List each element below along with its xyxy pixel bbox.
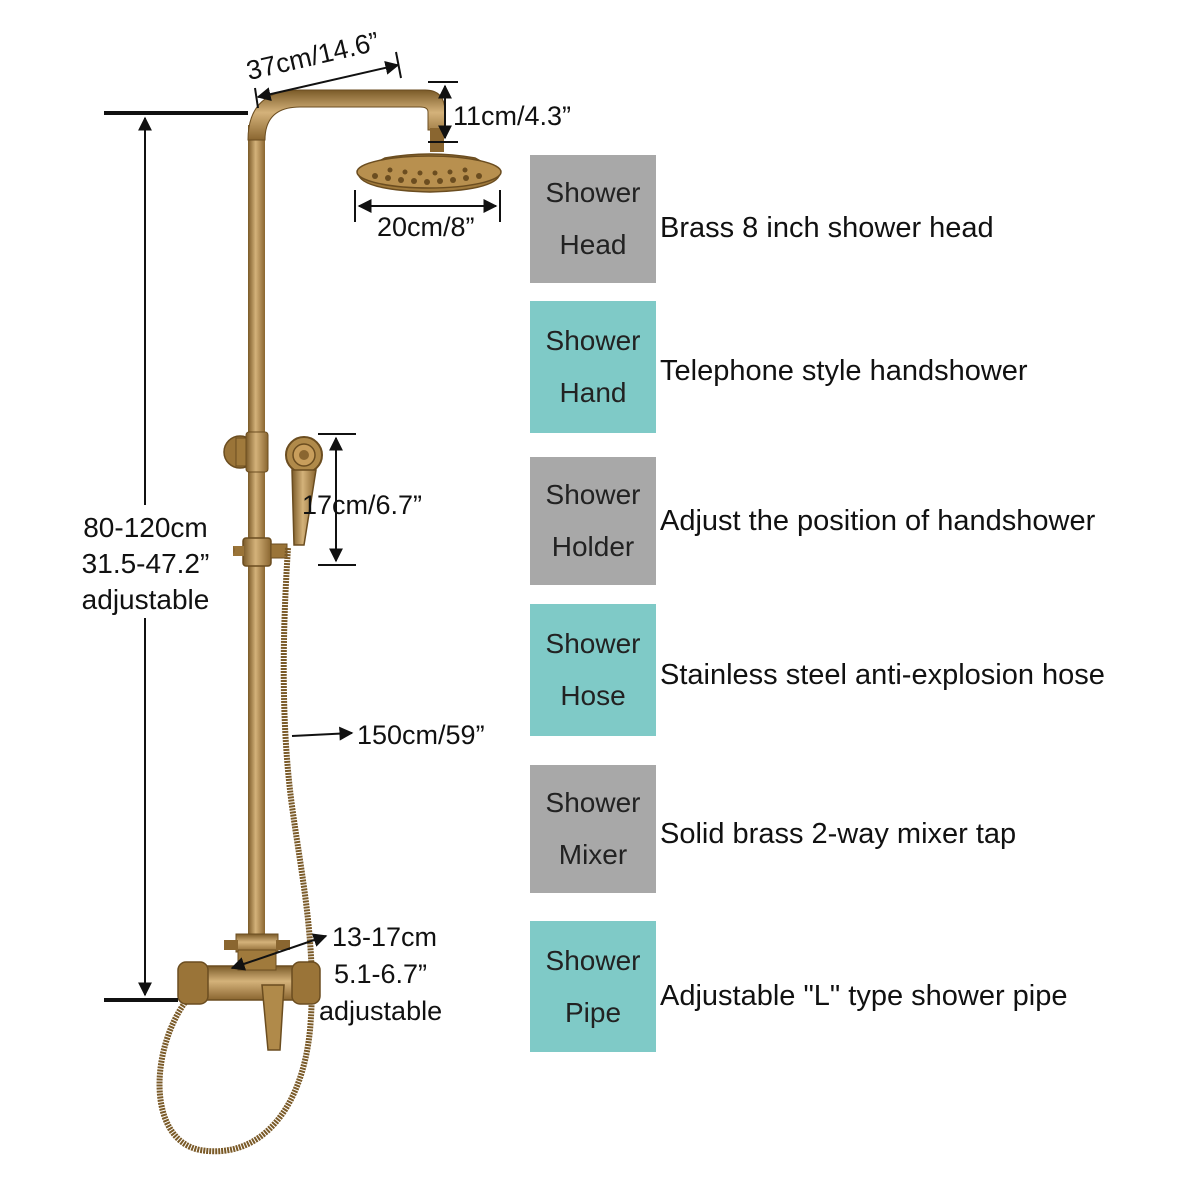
head-diameter-label: 20cm/8” xyxy=(377,212,475,242)
shower-mixer xyxy=(177,933,321,1051)
part-label-shower-head: Shower Head xyxy=(530,155,656,283)
handshower xyxy=(285,436,323,546)
shower-hose xyxy=(156,547,315,1155)
part-label-shower-mixer: Shower Mixer xyxy=(530,765,656,893)
part-label-shower-holder: Shower Holder xyxy=(530,457,656,585)
part-desc-shower-holder: Adjust the position of handshower xyxy=(660,505,1096,537)
part-desc-shower-mixer: Solid brass 2-way mixer tap xyxy=(660,818,1017,850)
part-desc-shower-hand: Telephone style handshower xyxy=(660,355,1028,387)
shower-arm xyxy=(247,89,446,141)
sliding-holder xyxy=(225,537,288,567)
part-desc-shower-hose: Stainless steel anti-explosion hose xyxy=(660,659,1105,691)
hose-length-label: 150cm/59” xyxy=(357,720,485,750)
spacing-line-3: adjustable xyxy=(319,996,443,1026)
part-label-shower-pipe: Shower Pipe xyxy=(530,921,656,1052)
height-line-2: 31.5-47.2” xyxy=(81,548,210,579)
part-label-shower-hand: Shower Hand xyxy=(530,301,656,433)
arm-dim-line xyxy=(256,60,400,102)
handshower-length-label: 17cm/6.7” xyxy=(302,490,423,520)
hose-pointer-line xyxy=(291,726,354,741)
height-line-3: adjustable xyxy=(81,584,210,615)
spacing-line-2: 5.1-6.7” xyxy=(334,959,428,989)
shower-head-connector xyxy=(430,128,444,152)
part-label-shower-hose: Shower Hose xyxy=(530,604,656,736)
part-desc-shower-head: Brass 8 inch shower head xyxy=(660,212,994,244)
part-desc-shower-pipe: Adjustable "L" type shower pipe xyxy=(660,980,1068,1012)
spacing-dim-line xyxy=(230,933,328,971)
shower-head xyxy=(356,153,502,193)
spacing-line-1: 13-17cm xyxy=(332,922,438,952)
height-range-label: 80-120cm 31.5-47.2” adjustable xyxy=(58,510,233,618)
height-line-1: 80-120cm xyxy=(83,512,208,543)
head-drop-label: 11cm/4.3” xyxy=(453,101,572,131)
wall-bracket xyxy=(223,431,269,473)
